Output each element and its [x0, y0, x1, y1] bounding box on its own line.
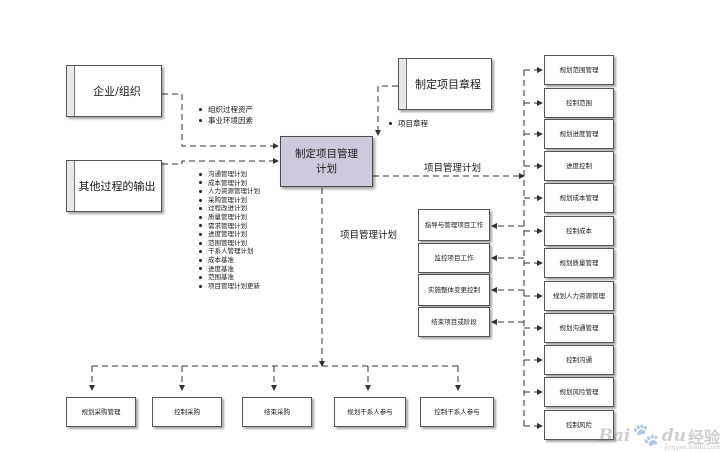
middle-box-close-project: 结束项目或阶段 [418, 307, 490, 337]
right-box-control-scope: 控制范围 [544, 88, 614, 118]
plan-bullet: 需求管理计划 [198, 222, 260, 231]
right-box-plan-hr: 规划人力资源管理 [544, 281, 614, 311]
input-bullet: 组织过程资产 [198, 104, 253, 115]
middle-branches [491, 223, 524, 325]
charter-bullet: 项目章程 [388, 118, 428, 129]
charter-box: 制定项目章程 [398, 58, 492, 110]
charter-bullet-list: 项目章程 [388, 118, 428, 129]
center-process-box: 制定项目管理计划 [280, 136, 373, 187]
connector-charter [375, 85, 398, 136]
plan-bullet: 成本基准 [198, 256, 260, 265]
right-box-control-comms: 控制沟通 [544, 345, 614, 375]
bottom-box-close-procurement: 结束采购 [242, 397, 312, 427]
right-box-control-schedule: 进度控制 [544, 151, 614, 181]
plan-bullet: 进度基准 [198, 265, 260, 274]
plan-bullet: 沟通管理计划 [198, 170, 260, 179]
plan-bullet: 进度管理计划 [198, 230, 260, 239]
other-outputs-label: 其他过程的输出 [78, 180, 156, 193]
right-box-plan-comms: 规划沟通管理 [544, 313, 614, 343]
middle-box-direct-work: 指导与管理项目工作 [418, 209, 490, 241]
plan-bullet: 人力资源管理计划 [198, 187, 260, 196]
bottom-box-plan-procurement: 规划采购管理 [66, 397, 136, 427]
plan-bullet: 质量管理计划 [198, 213, 260, 222]
connector-other-outputs [162, 158, 279, 165]
input-bullet-list: 组织过程资产 事业环境因素 [198, 104, 253, 126]
right-box-plan-schedule: 规划进度管理 [544, 119, 614, 149]
right-box-control-cost: 控制成本 [544, 216, 614, 246]
right-box-plan-quality: 规划质量管理 [544, 248, 614, 278]
middle-box-monitor-work: 监控项目工作 [418, 243, 490, 273]
flow-label-right: 项目管理计划 [424, 163, 482, 174]
connector-enterprise [162, 93, 279, 149]
enterprise-box: 企业/组织 [66, 65, 162, 117]
right-box-control-risk: 控制风险 [544, 410, 614, 440]
plan-bullet: 范围管理计划 [198, 239, 260, 248]
plan-bullet-list: 沟通管理计划 成本管理计划 人力资源管理计划 采购管理计划 过程改进计划 质量管… [198, 170, 260, 290]
middle-box-change-control: 实施整体变更控制 [418, 274, 490, 306]
bottom-box-control-stakeholder: 控制干系人参与 [420, 397, 494, 427]
plan-bullet: 成本管理计划 [198, 179, 260, 188]
right-box-plan-cost: 规划成本管理 [544, 183, 614, 213]
flow-label-down: 项目管理计划 [340, 230, 398, 241]
right-branches [524, 67, 543, 429]
bottom-box-control-procurement: 控制采购 [152, 397, 222, 427]
bottom-branches [89, 366, 461, 391]
other-outputs-box: 其他过程的输出 [66, 160, 162, 212]
baidu-jingyan-watermark: Bai 🐾 du 经验 jingyan.baidu.com [598, 423, 720, 452]
input-bullet: 事业环境因素 [198, 115, 253, 126]
right-box-plan-scope: 规划范围管理 [544, 55, 614, 85]
right-box-plan-risk: 规划风险管理 [544, 377, 614, 407]
plan-bullet: 干系人管理计划 [198, 247, 260, 256]
plan-bullet: 范围基准 [198, 273, 260, 282]
plan-bullet: 采购管理计划 [198, 196, 260, 205]
paw-icon: 🐾 [632, 423, 660, 448]
enterprise-label: 企业/组织 [93, 85, 141, 98]
plan-bullet: 项目管理计划更新 [198, 282, 260, 291]
bottom-box-plan-stakeholder: 规划干系人参与 [334, 397, 406, 427]
center-title: 制定项目管理计划 [295, 147, 358, 175]
plan-bullet: 过程改进计划 [198, 204, 260, 213]
charter-label: 制定项目章程 [415, 78, 481, 91]
